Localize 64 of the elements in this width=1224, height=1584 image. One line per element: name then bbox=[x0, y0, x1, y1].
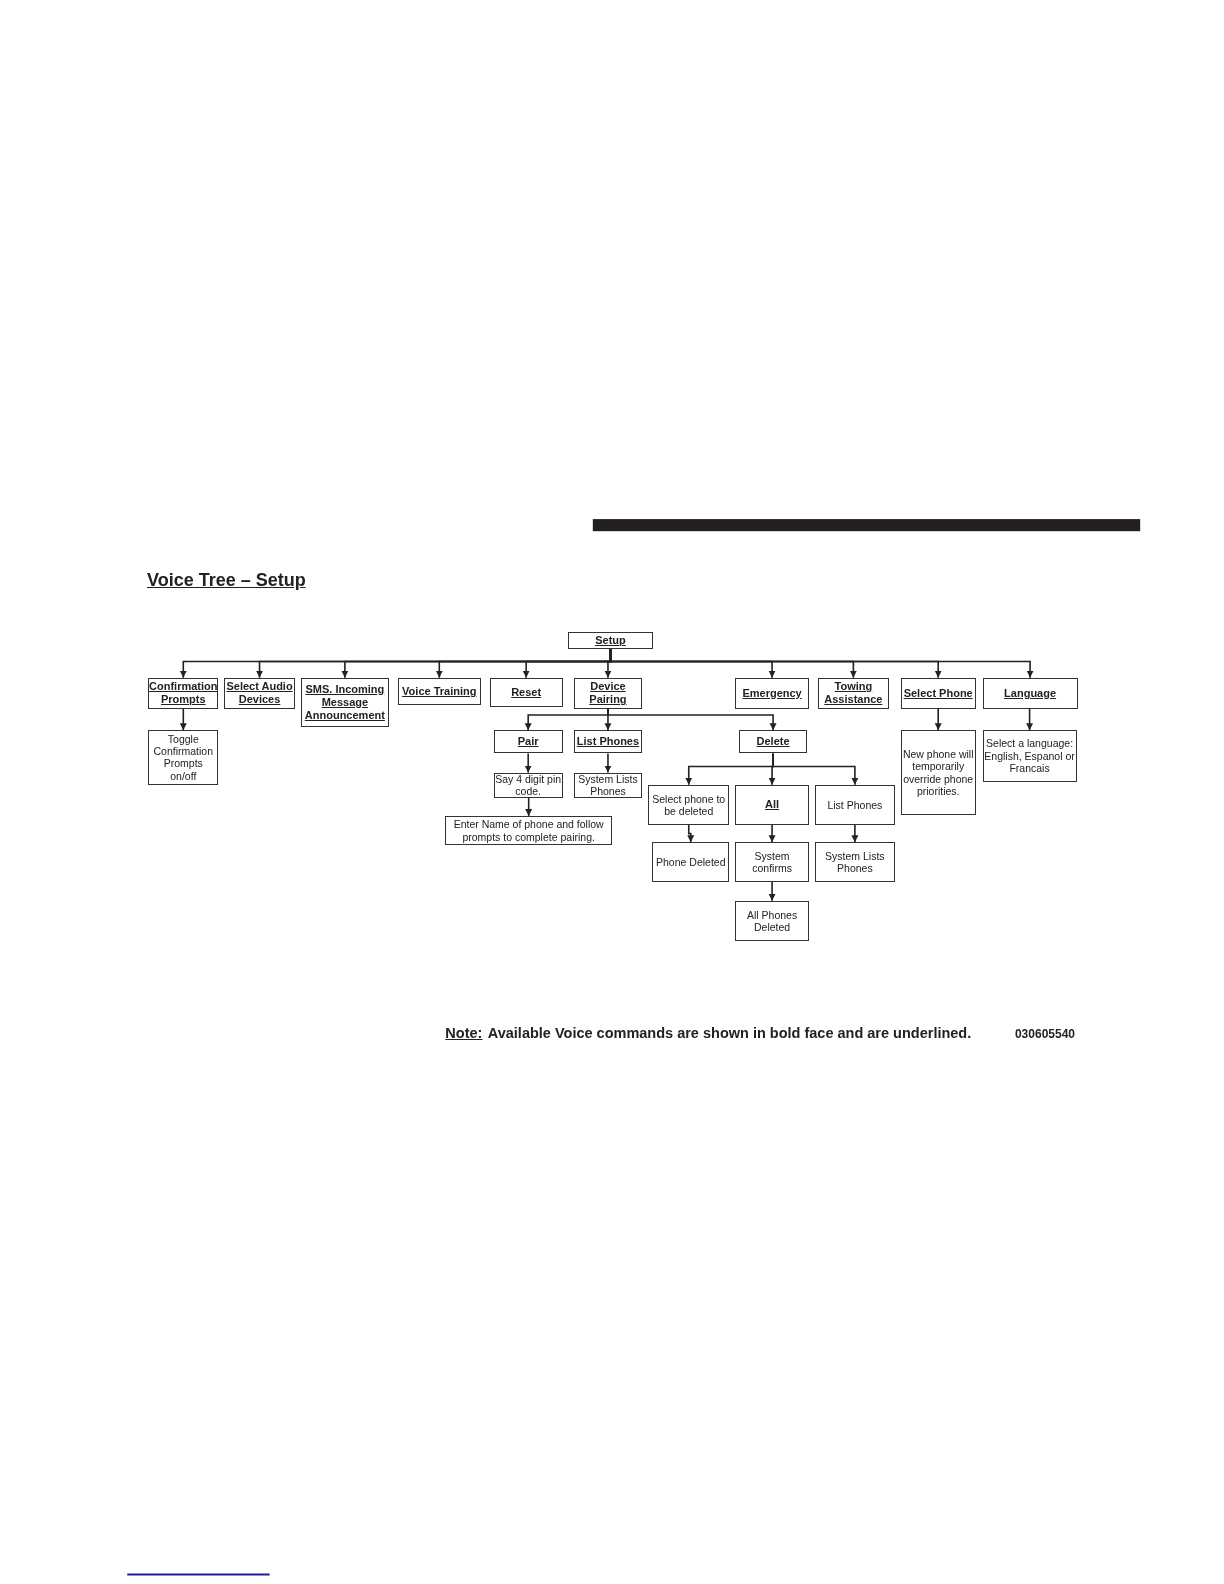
command-box bbox=[735, 784, 809, 826]
note-text: Available Voice commands are shown in bold face and are underlined. bbox=[487, 1025, 972, 1042]
command-label: Device Pairing bbox=[588, 680, 628, 707]
command-label: Delete bbox=[756, 735, 790, 749]
connector-arrow bbox=[604, 752, 612, 774]
response-text: Enter Name of phone and follow prompts to complete pairing. bbox=[452, 818, 605, 843]
command-label: Setup bbox=[595, 634, 626, 648]
command-box bbox=[900, 677, 976, 709]
command-box bbox=[739, 730, 807, 754]
connector-arrow bbox=[768, 880, 776, 902]
response-box bbox=[735, 900, 809, 942]
command-box bbox=[489, 677, 563, 707]
response-box bbox=[652, 842, 730, 882]
response-text: List Phones bbox=[827, 798, 883, 812]
command-box bbox=[397, 677, 481, 705]
response-text: System Lists Phones bbox=[824, 849, 886, 875]
command-box bbox=[982, 677, 1078, 709]
response-box bbox=[815, 784, 895, 826]
command-label: List Phones bbox=[576, 735, 640, 749]
response-text: Select phone to be deleted bbox=[651, 792, 727, 818]
command-box bbox=[493, 730, 563, 754]
command-label: Emergency bbox=[742, 686, 802, 700]
response-text: New phone will temporarily override phone priorities. bbox=[901, 747, 975, 798]
command-label: Pair bbox=[517, 735, 539, 749]
command-box bbox=[573, 677, 643, 709]
connector-arrow bbox=[525, 797, 533, 817]
response-text: System Lists Phones bbox=[577, 772, 639, 798]
command-box bbox=[567, 632, 654, 650]
response-text: Select a language: English, Espanol or Francais bbox=[983, 737, 1076, 775]
response-text: Say 4 digit pin code. bbox=[494, 772, 562, 798]
command-label: Select Phone bbox=[903, 686, 973, 700]
connector-arrow bbox=[934, 708, 942, 731]
connector-arrow bbox=[687, 824, 695, 844]
response-text: System confirms bbox=[751, 849, 793, 875]
connector-arrow bbox=[772, 752, 859, 786]
command-box bbox=[573, 730, 643, 754]
response-box bbox=[735, 842, 809, 882]
connector-arrow bbox=[179, 708, 187, 731]
response-text: Phone Deleted bbox=[656, 855, 726, 869]
connector-arrow bbox=[524, 752, 532, 774]
figure-code: 030605540 bbox=[1014, 1027, 1075, 1042]
response-box bbox=[982, 730, 1077, 782]
command-label: Voice Training bbox=[402, 684, 477, 698]
response-box bbox=[445, 816, 612, 846]
command-label: Select Audio Devices bbox=[225, 680, 294, 707]
connector-arrow bbox=[1026, 708, 1034, 731]
command-label: All bbox=[765, 798, 780, 812]
response-box bbox=[648, 784, 730, 826]
response-box bbox=[815, 842, 895, 882]
note-heading: Note: bbox=[445, 1025, 483, 1042]
response-box bbox=[900, 730, 976, 815]
connector-arrow bbox=[607, 708, 777, 731]
response-text: Toggle Confirmation Prompts on/off bbox=[152, 732, 215, 783]
connector-arrow bbox=[851, 824, 859, 844]
command-box bbox=[735, 677, 809, 709]
command-label: Confirmation Prompts bbox=[149, 680, 218, 707]
command-label: SMS. Incoming Message Announcement bbox=[303, 682, 386, 722]
command-label: Towing Assistance bbox=[823, 680, 884, 707]
response-text: All Phones Deleted bbox=[745, 908, 799, 934]
connector-arrow bbox=[768, 824, 776, 844]
command-box bbox=[300, 677, 389, 728]
command-label: Reset bbox=[511, 685, 542, 699]
diagram-title: Voice Tree – Setup bbox=[147, 570, 306, 591]
command-label: Language bbox=[1004, 686, 1057, 700]
